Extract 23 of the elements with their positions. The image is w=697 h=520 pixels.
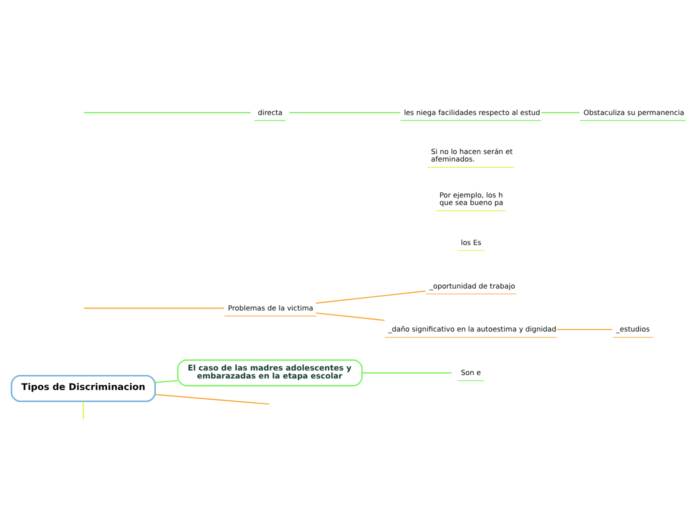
connector	[316, 290, 426, 304]
connector	[556, 328, 612, 330]
node-text: Si no lo hacen serán et afeminados.	[430, 146, 513, 164]
connector	[82, 402, 84, 420]
node-text: les niega facilidades respecto al estud	[404, 108, 540, 117]
node-text: los Es	[460, 238, 482, 247]
node-text: Problemas de la victima	[228, 303, 314, 312]
connector	[289, 112, 400, 114]
node-text: _daño significativo en la autoestima y dignidad	[388, 324, 556, 334]
node-text: _estudios	[616, 324, 650, 334]
connector	[316, 312, 385, 321]
node-text: _oportunidad de trabajo	[430, 281, 516, 290]
node-text: directa	[258, 108, 283, 117]
connector	[155, 394, 270, 405]
node-box: Tipos de Discriminacion	[10, 375, 156, 402]
connector	[541, 112, 580, 114]
node-text: Son e	[460, 368, 481, 378]
connector	[155, 380, 178, 384]
node-text: Por ejemplo, los h que sea bueno pa	[440, 190, 504, 208]
connector	[84, 112, 251, 114]
node-text: Obstaculiza su permanencia	[583, 108, 684, 117]
connector	[84, 308, 224, 309]
connector	[362, 372, 452, 374]
